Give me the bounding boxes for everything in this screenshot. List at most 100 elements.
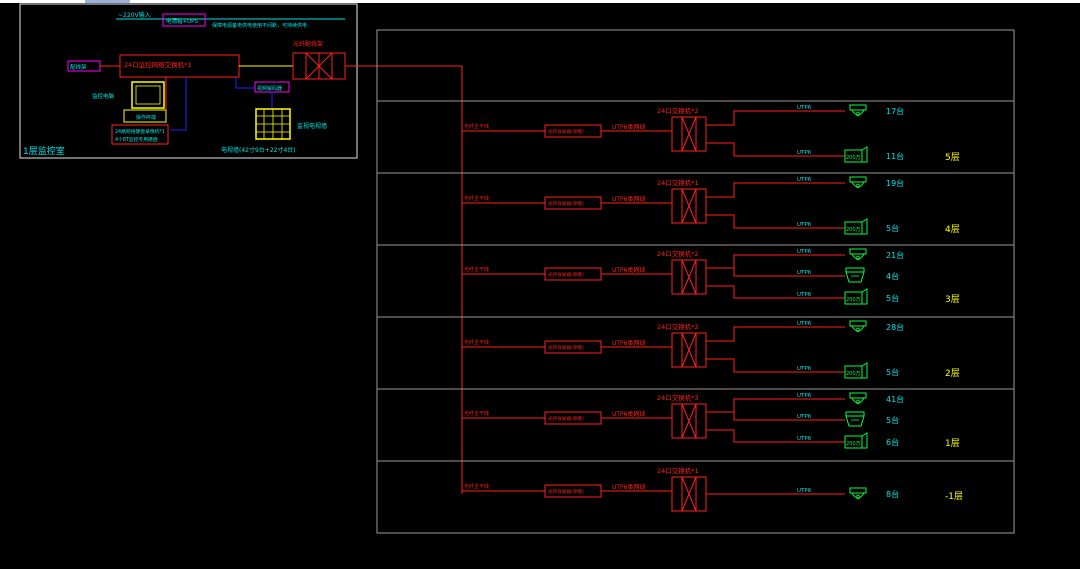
bullet-camera-lens [861,288,868,305]
tv-wall-label: 监视电视墙 [297,122,327,130]
bullet-camera-lens [861,432,868,449]
branch-cable-label: UTP6 [797,177,812,183]
camera-count: 6台 [886,437,899,447]
dome-camera-shell [851,253,865,260]
camera-count: 17台 [886,106,904,116]
branch-cable-label: UTP6 [797,436,812,442]
pc-label: 监控电脑 [92,92,115,100]
control-room-frame [19,3,358,159]
ptz-camera-top [845,267,865,273]
ups-label: 电源箱+UPS [166,17,198,25]
bullet-camera-icon[interactable]: 200万 [844,432,868,449]
window-top-bar [0,0,1080,3]
monitor-icon[interactable] [123,81,167,123]
dist-frame-label: 光纤配线架 [293,40,323,48]
branch-cable [706,142,845,157]
transceiver-label: 光纤收发器(单模) [548,200,584,207]
ptz-camera-icon[interactable] [845,411,865,427]
ptz-camera-body [845,415,865,427]
room-label: 1层监控室 [23,145,65,157]
tv-wall-detail: 电视墙(42寸9台+22寸4台) [221,146,296,154]
patch-label: 配线架 [70,63,87,71]
branch-cable-label: UTP6 [797,249,812,255]
branch-cable-label: UTP6 [797,414,812,420]
bullet-camera-icon[interactable]: 200万 [844,362,868,379]
dist-frame-icon[interactable] [292,52,346,80]
floor-switch-icon[interactable] [671,116,707,152]
bullet-camera-icon[interactable]: 200万 [844,288,868,305]
dome-camera-icon[interactable] [849,392,867,405]
nvr-line1: 24路网络硬盘录像机*1 [115,128,165,135]
dome-camera-icon[interactable] [849,248,867,261]
switch-outline [671,259,707,295]
nvr-box[interactable] [111,124,169,145]
bullet-camera-icon[interactable]: 200万 [844,218,868,235]
decoder-feed-line [235,77,255,89]
dome-camera-icon[interactable] [849,487,867,500]
bullet-camera-text: 200万 [846,227,861,233]
branch-cable-label: UTP6 [797,321,812,327]
bullet-camera-lens [861,362,868,379]
floor-switch-icon[interactable] [671,332,707,368]
switch-cross-b [681,476,697,512]
bullet-camera-icon[interactable]: 200万 [844,146,868,163]
bullet-camera-lens [861,218,868,235]
branch-cable-label: UTP6 [797,393,812,399]
branch-cable [706,182,845,198]
window-tab[interactable] [85,0,130,3]
dome-camera-shell [851,181,865,188]
bullet-camera-text: 200万 [846,441,861,447]
utp-main-label: UTP6类网线 [612,483,646,491]
dome-camera-shell [851,492,865,499]
power-label: ~220V输入 [118,11,151,19]
dome-camera-shell [851,109,865,116]
bullet-camera-text: 200万 [846,155,861,161]
transceiver-label: 光纤收发器(单模) [548,271,584,278]
branch-cable [706,254,845,269]
branch-cable [706,110,845,126]
fiber-label: 光纤主干线 [464,195,489,202]
camera-count: 41台 [886,394,904,404]
branch-cable [706,267,845,277]
bullet-camera-text: 200万 [846,297,861,303]
dome-camera-icon[interactable] [849,320,867,333]
ups-box[interactable] [162,13,206,27]
branch-cable-label: UTP6 [797,105,812,111]
branch-cable-label: UTP6 [797,270,812,276]
switch-outline [671,188,707,224]
floor-label: 2层 [945,368,960,379]
dome-camera-base [849,104,867,111]
dome-camera-base [849,320,867,327]
branch-cable [706,214,845,229]
floor-label: 1层 [945,438,960,449]
fiber-label: 光纤主干线 [464,123,489,130]
switch-outline [671,403,707,439]
camera-count: 11台 [886,151,904,161]
fiber-label: 光纤主干线 [464,339,489,346]
floor-switch-icon[interactable] [671,403,707,439]
control-room-panel: ~220V输入 电源箱+UPS 保障电源备电供电使用不间断，可持续供电 配线架 … [19,3,358,159]
switch-outline [671,116,707,152]
floor-switch-icon[interactable] [671,476,707,512]
floor-switch-label: 24口交换机*2 [657,322,699,331]
floor-switch-icon[interactable] [671,259,707,295]
tv-wall-icon[interactable] [255,108,291,140]
dome-camera-icon[interactable] [849,176,867,189]
switch-cross-b [681,259,697,295]
floor-switch-icon[interactable] [671,188,707,224]
dome-camera-icon[interactable] [849,104,867,117]
switch-outline [671,332,707,368]
floor-label: -1层 [945,491,963,502]
dome-camera-base [849,487,867,494]
nvr-line2: 4个8T监控专用硬盘 [115,136,158,143]
camera-count: 21台 [886,250,904,260]
dome-camera-base [849,248,867,255]
dome-camera-lens [855,255,861,261]
camera-count: 19台 [886,178,904,188]
ptz-camera-icon[interactable] [845,267,865,283]
ptz-camera-body [845,271,865,283]
